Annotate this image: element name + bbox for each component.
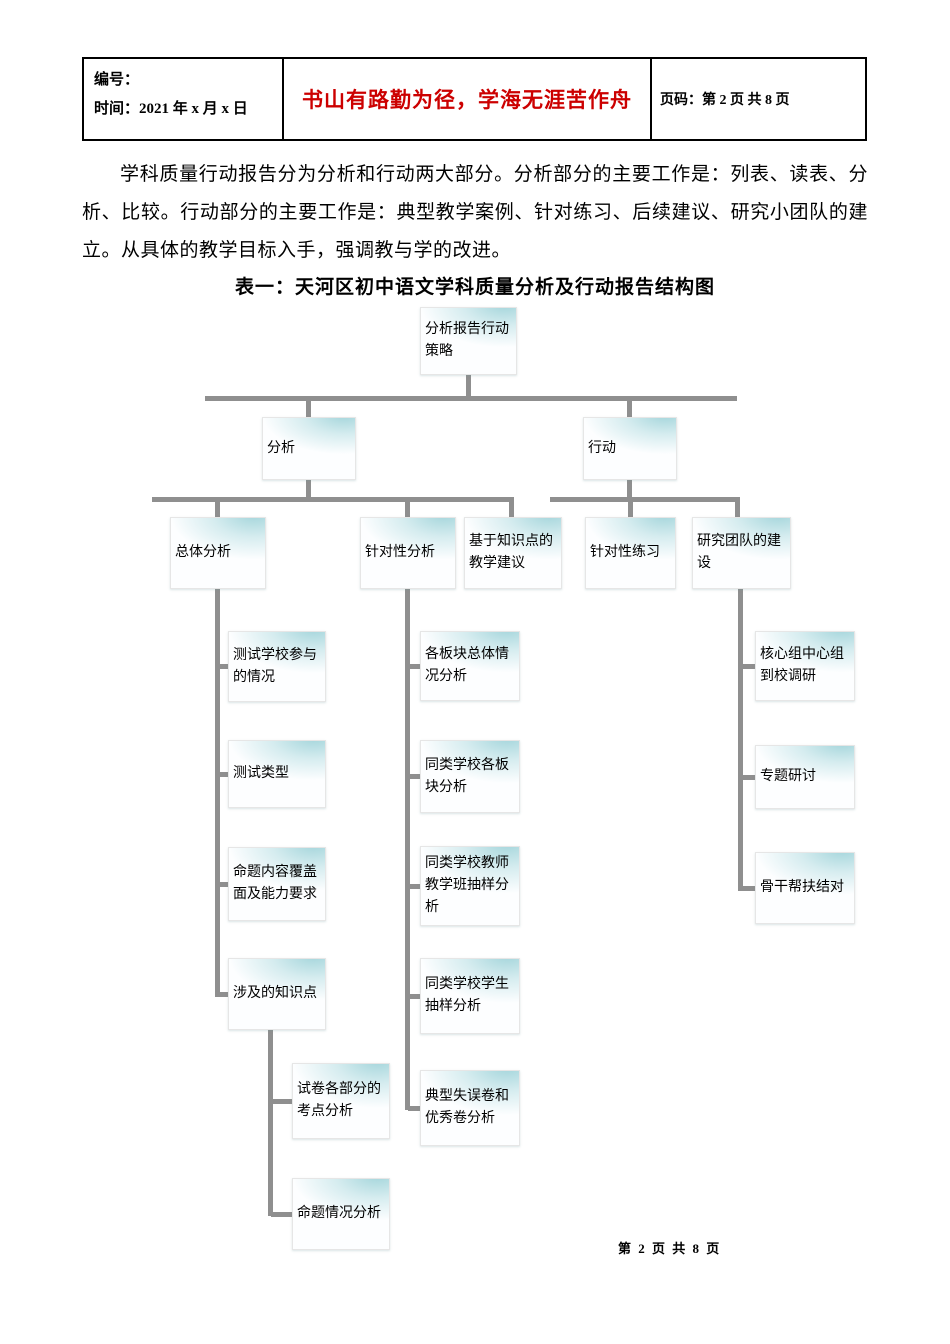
connector-line	[735, 500, 740, 518]
node-targeted-practice: 针对性练习	[585, 517, 676, 589]
connector-line	[218, 992, 230, 997]
connector-line	[215, 588, 220, 997]
connector-line	[152, 497, 514, 502]
connector-line	[550, 497, 740, 502]
connector-line	[218, 664, 230, 669]
node-content-coverage: 命题内容覆盖面及能力要求	[228, 847, 326, 921]
node-similar-school-blocks: 同类学校各板块分析	[420, 740, 520, 813]
node-special-seminar: 专题研讨	[755, 745, 855, 809]
node-test-type: 测试类型	[228, 740, 326, 808]
node-core-group-research: 核心组中心组到校调研	[755, 631, 855, 701]
chart-title: 表一：天河区初中语文学科质量分析及行动报告结构图	[234, 277, 715, 298]
connector-line	[741, 886, 757, 891]
header-motto: 书山有路勤为径，学海无涯苦作舟	[302, 88, 632, 112]
node-action: 行动	[583, 417, 677, 480]
connector-line	[408, 994, 422, 999]
node-research-team: 研究团队的建设	[692, 517, 791, 589]
node-analysis: 分析	[262, 417, 356, 480]
connector-line	[205, 396, 737, 401]
header-cell-left: 编号： 时间：2021 年 x 月 x 日	[84, 59, 284, 139]
connector-line	[306, 399, 311, 418]
page-number-label: 页码：第 2 页 共 8 页	[660, 93, 790, 108]
connector-line	[741, 664, 757, 669]
header-table: 编号： 时间：2021 年 x 月 x 日 书山有路勤为径，学海无涯苦作舟 页码…	[82, 57, 867, 141]
node-school-participation: 测试学校参与的情况	[228, 631, 326, 702]
connector-line	[271, 1212, 294, 1217]
connector-line	[627, 479, 632, 500]
header-cell-middle: 书山有路勤为径，学海无涯苦作舟	[284, 59, 652, 139]
doc-date-label: 时间：2021 年 x 月 x 日	[94, 100, 248, 117]
connector-line	[271, 1099, 294, 1104]
connector-line	[215, 500, 220, 518]
node-root: 分析报告行动策略	[420, 307, 517, 375]
body-paragraph: 学科质量行动报告分为分析和行动两大部分。分析部分的主要工作是：列表、读表、分析、…	[82, 164, 868, 261]
connector-line	[466, 374, 471, 398]
node-typical-papers: 典型失误卷和优秀卷分析	[420, 1070, 520, 1146]
node-teacher-class-sampling: 同类学校教师教学班抽样分析	[420, 846, 520, 926]
connector-line	[408, 1106, 422, 1111]
node-proposition-analysis: 命题情况分析	[292, 1178, 390, 1250]
connector-line	[405, 588, 410, 1110]
connector-line	[306, 479, 311, 500]
node-backbone-pairing: 骨干帮扶结对	[755, 852, 855, 924]
connector-line	[628, 500, 633, 518]
node-knowledge-points: 涉及的知识点	[228, 958, 326, 1030]
doc-number-label: 编号：	[94, 72, 140, 88]
connector-line	[627, 399, 632, 418]
connector-line	[408, 774, 422, 779]
node-student-sampling: 同类学校学生抽样分析	[420, 958, 520, 1034]
connector-line	[408, 884, 422, 889]
node-block-overall: 各板块总体情况分析	[420, 631, 520, 701]
node-exam-points-analysis: 试卷各部分的考点分析	[292, 1063, 390, 1139]
connector-line	[408, 664, 422, 669]
connector-line	[218, 882, 230, 887]
node-knowledge-advice: 基于知识点的教学建议	[464, 517, 562, 589]
connector-line	[738, 588, 743, 891]
node-targeted-analysis: 针对性分析	[360, 517, 456, 589]
page-footer: 第 2 页 共 8 页	[618, 1241, 722, 1256]
connector-line	[509, 500, 514, 518]
connector-line	[218, 772, 230, 777]
connector-line	[405, 500, 410, 518]
connector-line	[268, 1029, 273, 1216]
header-cell-right: 页码：第 2 页 共 8 页	[652, 59, 865, 139]
node-overall-analysis: 总体分析	[170, 517, 266, 589]
connector-line	[741, 775, 757, 780]
